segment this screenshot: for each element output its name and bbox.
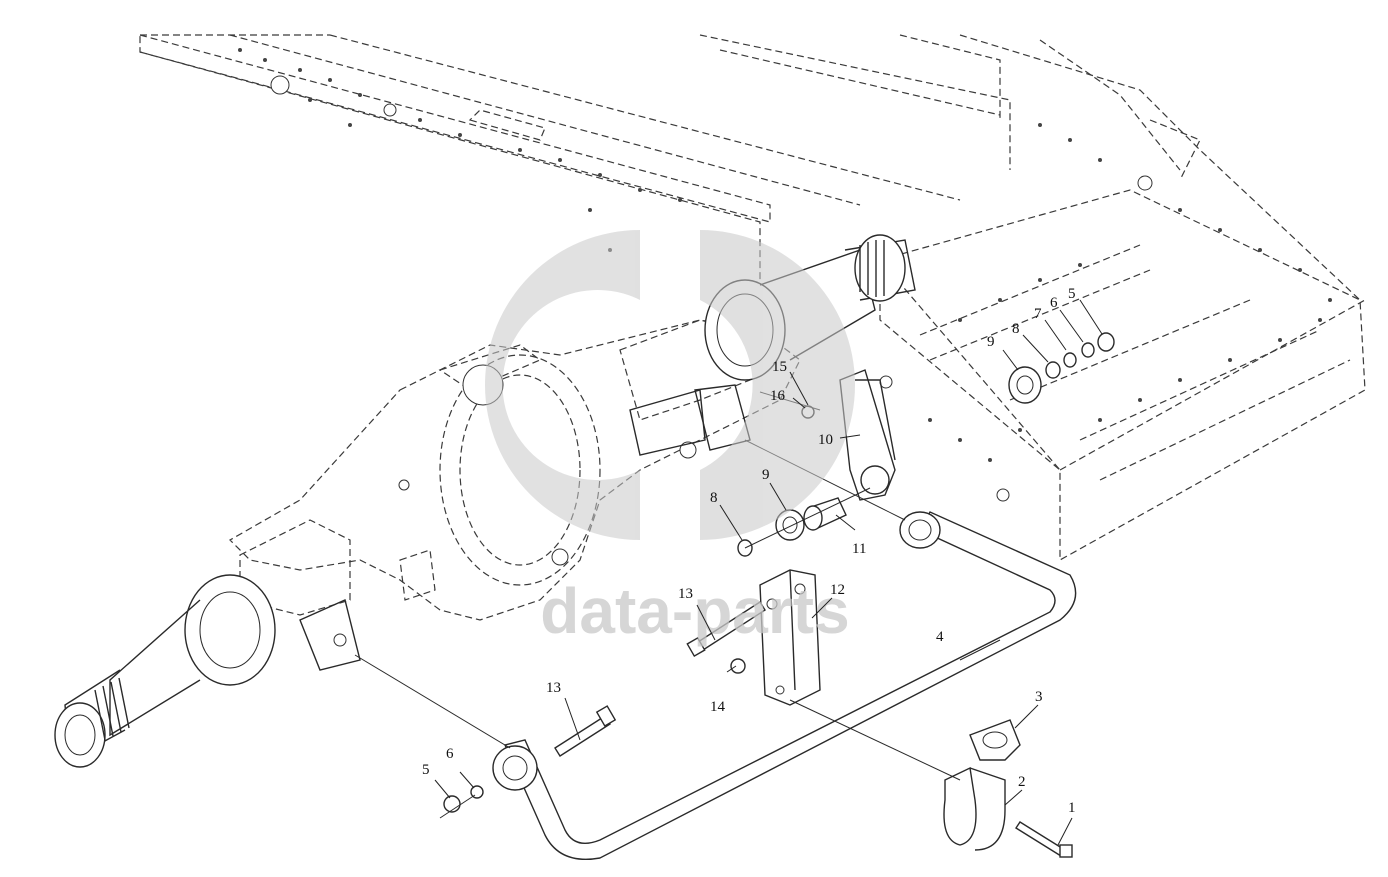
callouts: 1 2 3 4 5 6 13 13 14 12 11 9 8 10 15 16 … (422, 286, 1076, 816)
callout-5-lower: 5 (422, 762, 430, 778)
parts-group (354, 332, 1115, 858)
stabilizer-bar (492, 511, 1077, 860)
callout-4: 4 (936, 629, 944, 645)
callout-11: 11 (852, 541, 866, 557)
callout-6-lower: 6 (446, 746, 454, 762)
callout-15: 15 (772, 359, 787, 375)
callout-1: 1 (1068, 800, 1076, 816)
callout-9-upper: 9 (987, 334, 995, 350)
callout-9-lower: 9 (762, 467, 770, 483)
callout-6-upper: 6 (1050, 295, 1058, 311)
callout-13-lower: 13 (546, 680, 561, 696)
watermark-logo (485, 230, 855, 540)
callout-5-upper: 5 (1068, 286, 1076, 302)
callout-7: 7 (1034, 306, 1042, 322)
watermark-text: data-parts (540, 575, 849, 647)
callout-8-lower: 8 (710, 490, 718, 506)
callout-16: 16 (770, 388, 786, 404)
callout-8-upper: 8 (1012, 321, 1020, 337)
callout-10: 10 (818, 432, 833, 448)
callout-13-upper: 13 (678, 586, 693, 602)
callout-2: 2 (1018, 774, 1026, 790)
callout-12: 12 (830, 582, 845, 598)
callout-14: 14 (710, 699, 726, 715)
leader-lines (434, 299, 1103, 846)
frame-bracket-10 (839, 369, 896, 501)
callout-3: 3 (1035, 689, 1043, 705)
